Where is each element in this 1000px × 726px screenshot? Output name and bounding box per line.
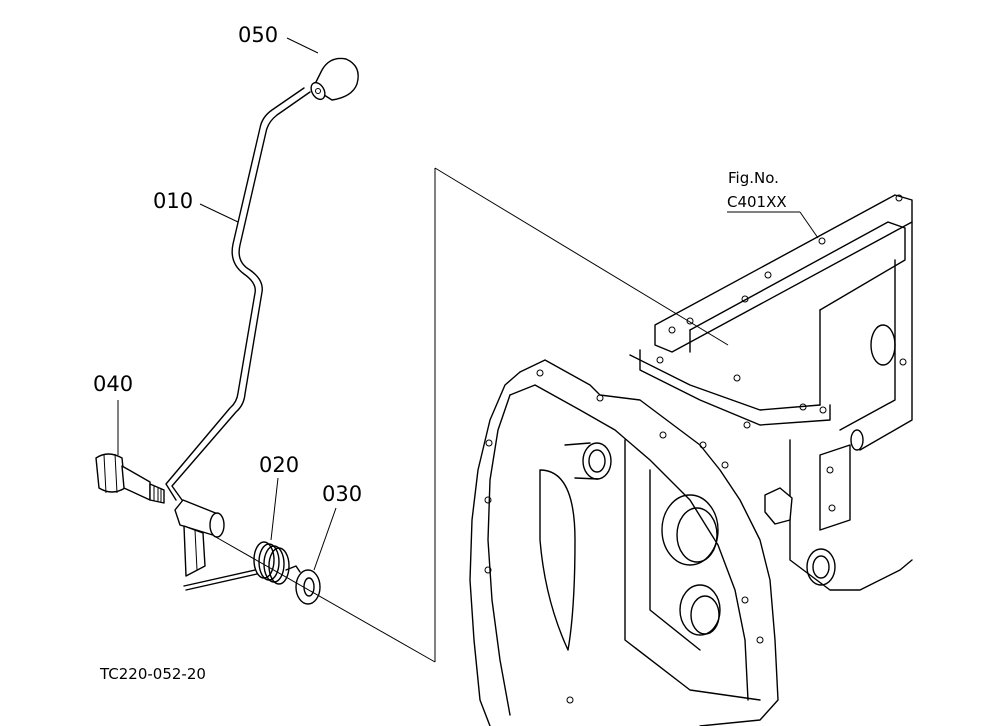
assembly-axis [213, 535, 436, 663]
lever-010 [165, 87, 311, 577]
label-010: 010 [153, 189, 193, 213]
bolt-040 [95, 453, 165, 504]
leader-lines [117, 37, 337, 571]
fig-no-label: Fig.No. [728, 169, 779, 187]
washer-030 [295, 569, 321, 605]
label-040: 040 [93, 372, 133, 396]
label-030: 030 [322, 482, 362, 506]
label-050: 050 [238, 23, 278, 47]
fig-no-code: C401XX [727, 193, 787, 211]
fig-no-leader [799, 211, 819, 239]
transmission-housing [469, 194, 913, 726]
callout-bracket [434, 167, 729, 662]
knob-050 [310, 57, 359, 101]
label-020: 020 [259, 453, 299, 477]
drawing-code: TC220-052-20 [99, 665, 206, 683]
